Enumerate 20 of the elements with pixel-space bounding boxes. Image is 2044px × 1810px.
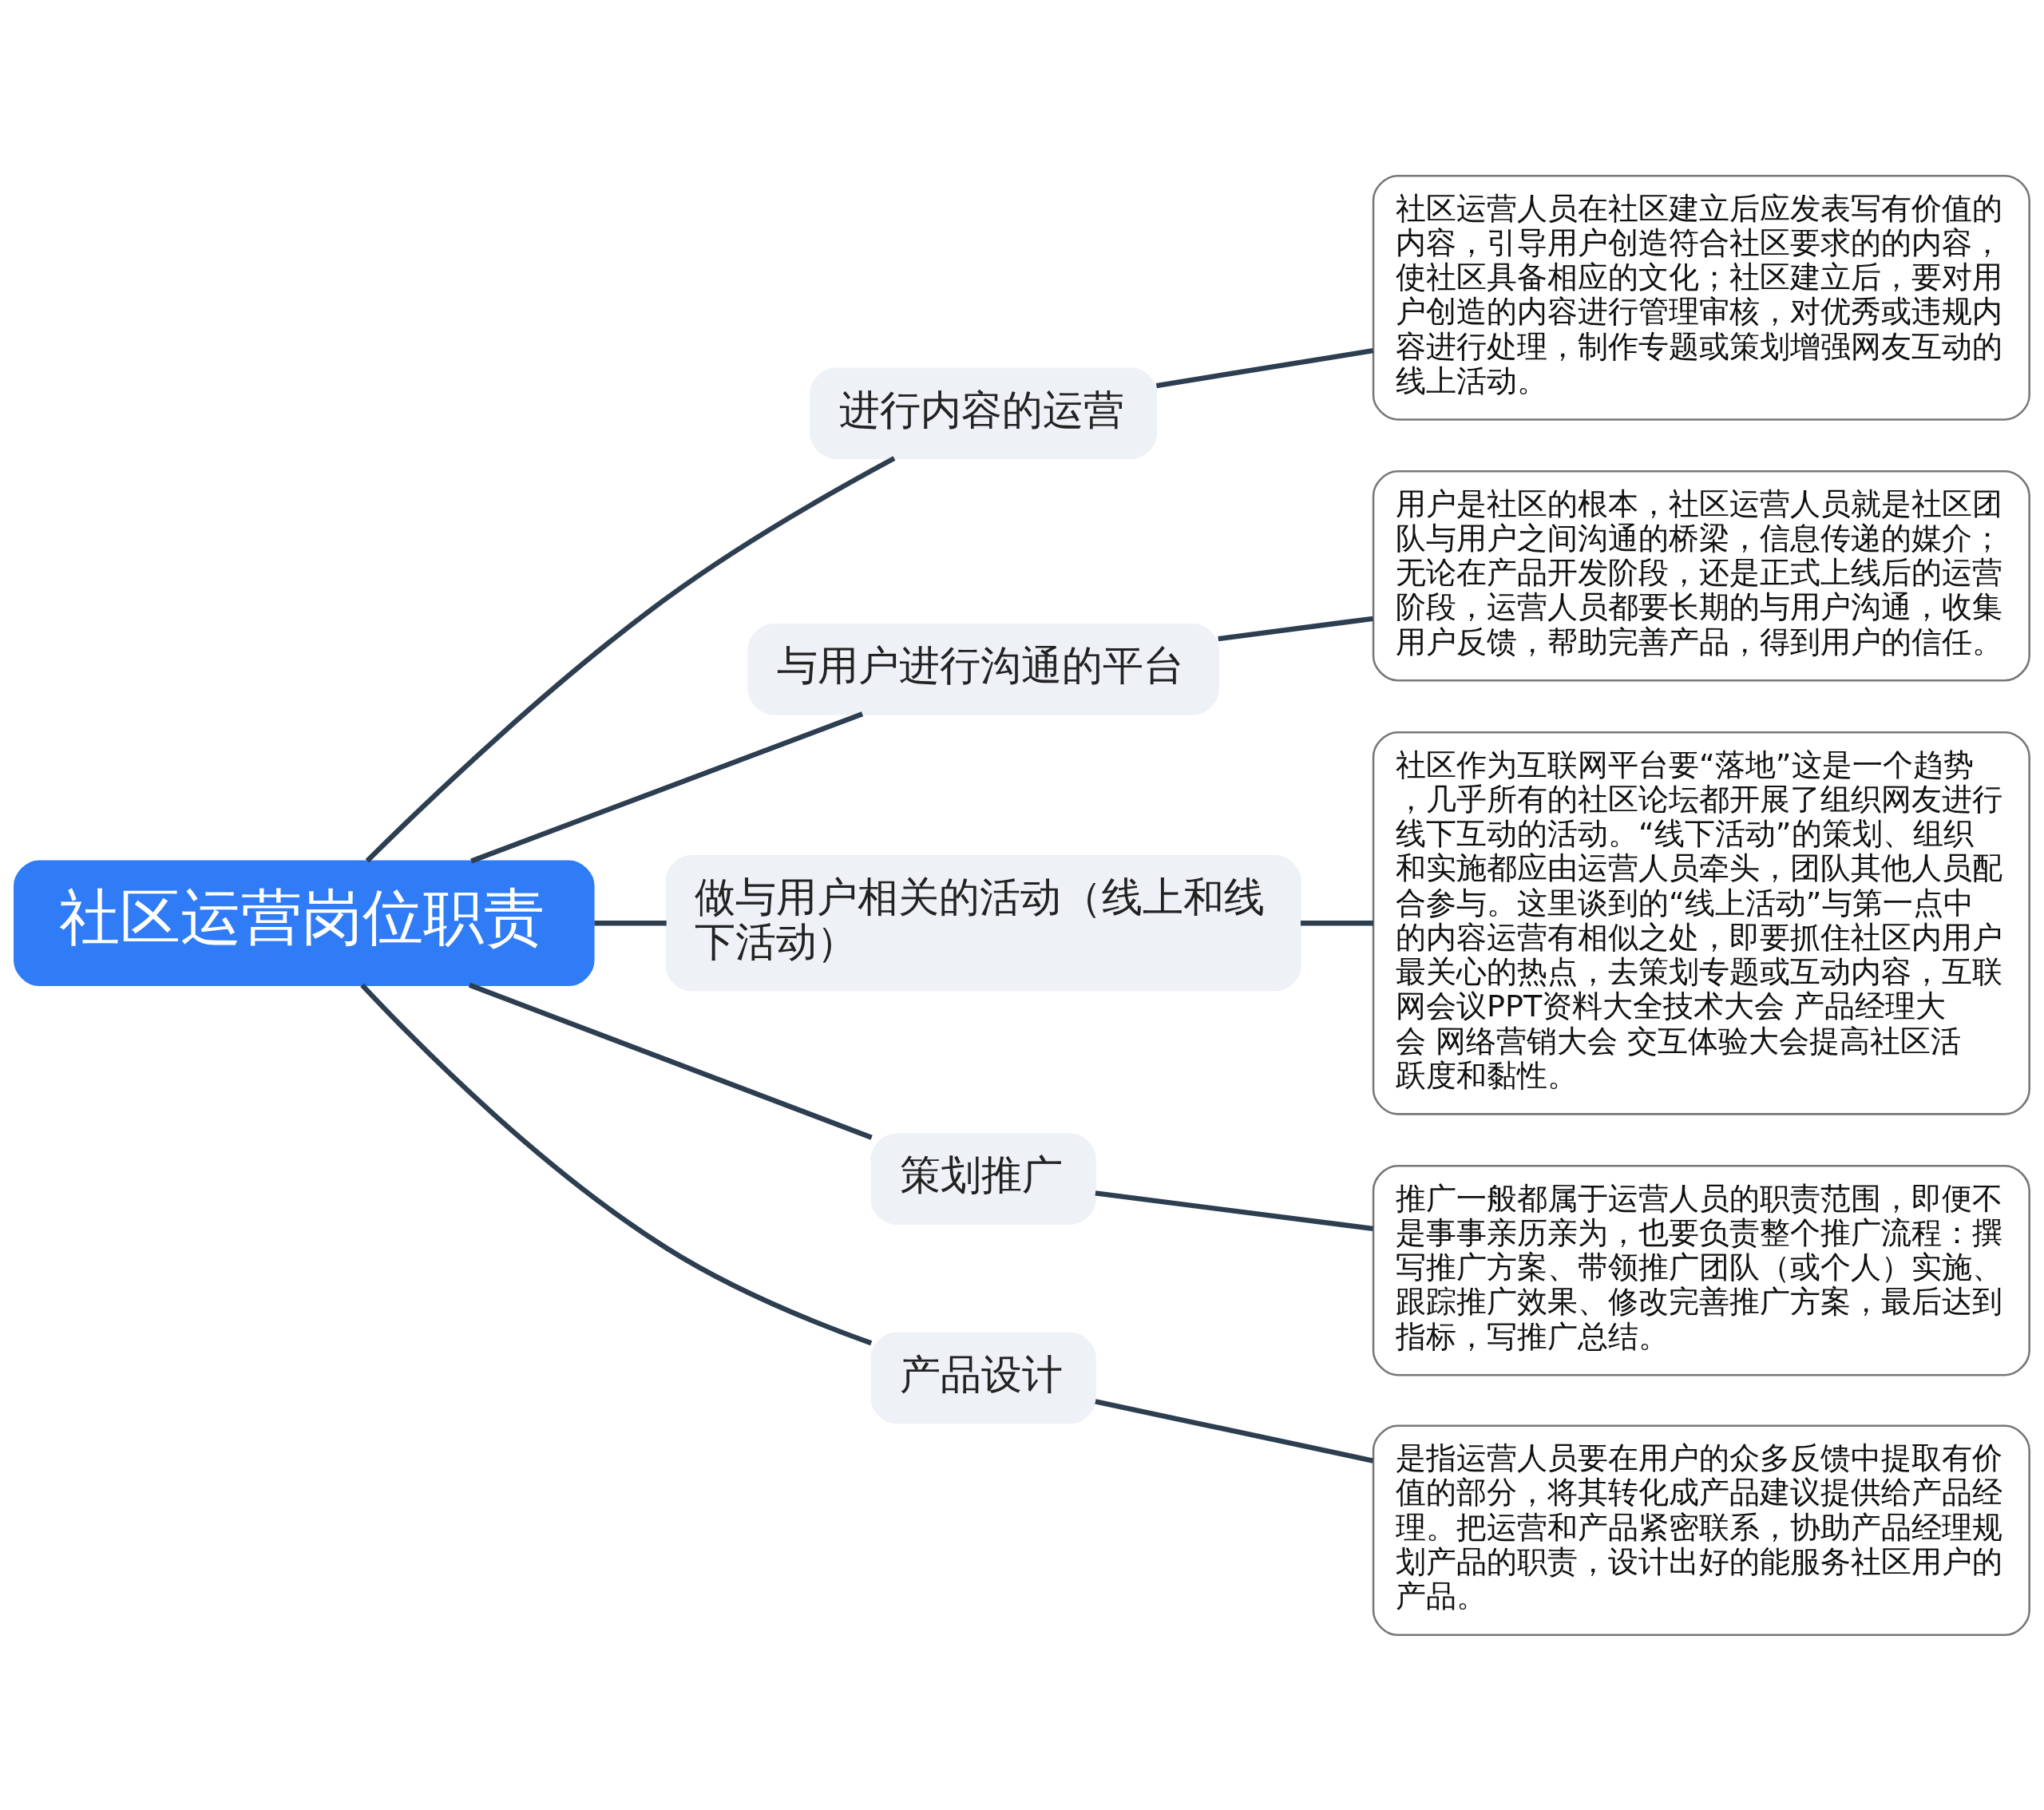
node-box: 是指运营人员要在用户的众多反馈中提取有价值的部分，将其转化成产品建议提供给产品经理。把运营和产品紧密联系，协助产品经理规划产品的职责，设计出好的能服务社区用户的产品。 (1372, 1424, 2030, 1636)
connector (1218, 616, 1373, 641)
connector (1095, 1190, 1373, 1231)
connector (470, 711, 864, 863)
connector (1095, 1398, 1374, 1463)
connector (1155, 347, 1374, 388)
connector (594, 920, 667, 925)
connector (360, 983, 873, 1345)
node-box: 策划推广 (870, 1133, 1096, 1225)
node-box: 社区运营岗位职责 (14, 859, 595, 986)
node-box: 与用户进行沟通的平台 (747, 623, 1219, 715)
node-box: 社区作为互联网平台要“落地”这是一个趋势，几乎所有的社区论坛都开展了组织网友进行线下互动的活动。“线下活动”的策划、组织和实施都应由运营人员牵头，团队其他人员配合参与。这里谈到的“线上活动”与第一点中的内容运营有相似之处，即要抓住社区内用户最关心的热点，去策划专题或互动内容，互联网会议PPT资料大全技术大会 产品经理大会 网络营销大会 交互体验大会提高社区活跃度和黏性。 (1372, 731, 2030, 1115)
node-box: 做与用户相关的活动（线上和线下活动） (665, 854, 1301, 991)
connector (468, 982, 873, 1140)
connector (365, 455, 896, 863)
node-box: 用户是社区的根本，社区运营人员就是社区团队与用户之间沟通的桥梁，信息传递的媒介；无论在产品开发阶段，还是正式上线后的运营阶段，运营人员都要长期的与用户沟通，收集用户反馈，帮助完善产品，得到用户的信任。 (1372, 469, 2030, 682)
node-box: 进行内容的运营 (810, 367, 1158, 459)
node-box: 产品设计 (870, 1332, 1096, 1424)
node-box: 推广一般都属于运营人员的职责范围，即便不是事事亲历亲为，也要负责整个推广流程：撰写推广方案、带领推广团队（或个人）实施、跟踪推广效果、修改完善推广方案，最后达到指标，写推广总结。 (1372, 1164, 2030, 1376)
node-box: 社区运营人员在社区建立后应发表写有价值的内容，引导用户创造符合社区要求的的内容，使社区具备相应的文化；社区建立后，要对用户创造的内容进行管理审核，对优秀或违规内容进行处理，制作专题或策划增强网友互动的线上活动。 (1372, 174, 2030, 421)
